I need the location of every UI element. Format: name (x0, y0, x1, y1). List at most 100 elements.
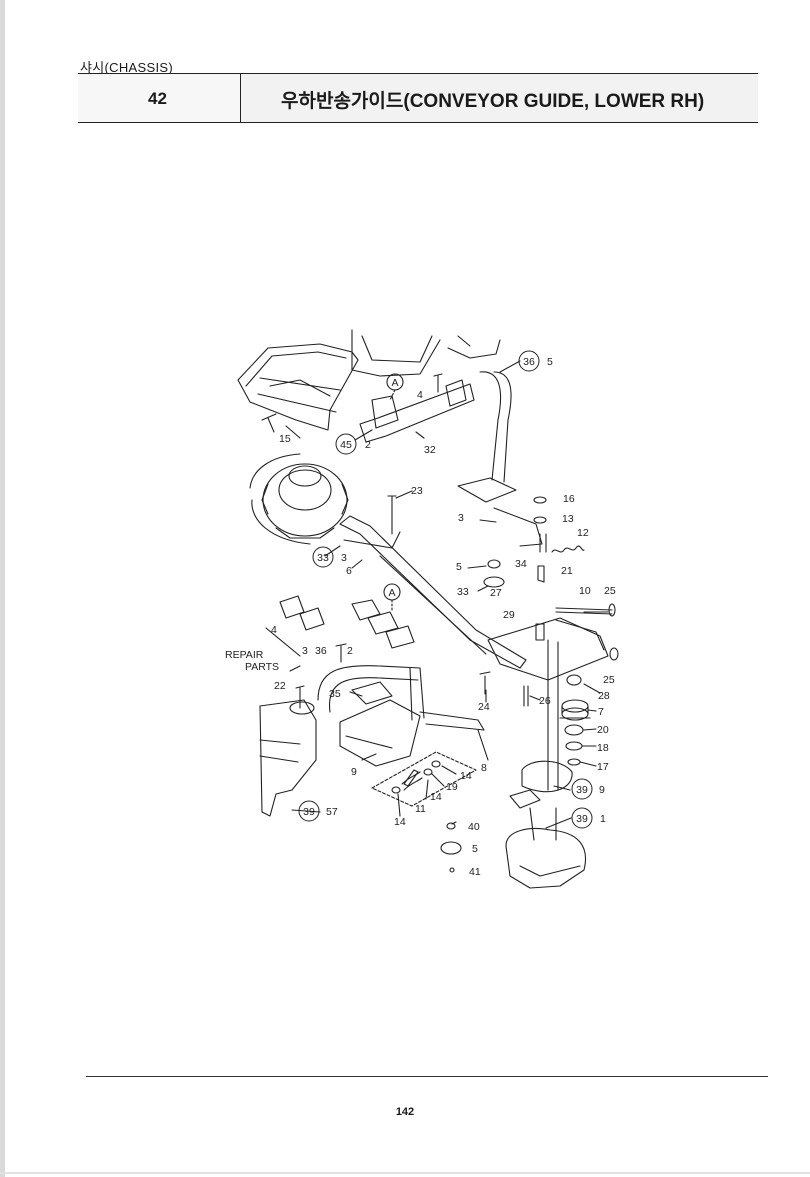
callout-ref-39-9: 39 (576, 784, 588, 796)
washer-40 (446, 822, 456, 830)
figure-title: 우하반송가이드(CONVEYOR GUIDE, LOWER RH) (281, 91, 705, 112)
bolt-24 (479, 671, 491, 695)
bolt-4 (433, 373, 443, 393)
callout-ref-33: 33 (317, 552, 329, 564)
part-label: 6 (346, 565, 352, 577)
part-label: 4 (271, 624, 277, 636)
part-label: 14 (394, 816, 406, 828)
repair-parts-label: PARTS (245, 661, 279, 673)
shaft-rod (547, 639, 559, 791)
reference-a-label: A (388, 587, 395, 599)
figure-number: 42 (148, 89, 167, 108)
arm-6 (339, 515, 527, 669)
washer-13 (533, 516, 547, 524)
part-label: 27 (490, 587, 502, 599)
pipe-base-plate (457, 477, 517, 503)
exploded-parts-diagram: 36 5 45 2 33 3 39 57 39 9 39 1 A A 4 15 … (225, 329, 619, 889)
spring-11 (403, 769, 419, 787)
part-label: 14 (430, 791, 442, 803)
part-label: 26 (539, 695, 551, 707)
part-label: 13 (562, 513, 574, 525)
part-label: 36 (315, 645, 327, 657)
part-label: 35 (329, 688, 341, 700)
part-label: 17 (597, 761, 609, 773)
callout-circle-39-1 (571, 807, 593, 829)
callout-circle-36 (518, 350, 540, 372)
knob-39-9 (521, 760, 573, 793)
reference-a-label: A (391, 377, 398, 389)
page-number: 142 (395, 1106, 415, 1118)
link-3 (493, 507, 543, 547)
part-label: 14 (460, 770, 472, 782)
spring-12 (551, 545, 585, 553)
header-top-rule (78, 73, 758, 74)
callout-ref-36: 36 (523, 356, 535, 368)
header-number-cell: 42 (78, 74, 241, 122)
part-label: 2 (347, 645, 353, 657)
callout-ref-39-1: 39 (576, 813, 588, 825)
pin-26 (535, 623, 545, 641)
part-label: 9 (351, 766, 357, 778)
part-label: 24 (478, 701, 490, 713)
part-label: 8 (481, 762, 487, 774)
washer-5 (440, 841, 462, 855)
callout-qty-33: 3 (341, 552, 347, 564)
upper-frame (351, 329, 441, 377)
pin-25 (609, 647, 619, 661)
sprocket-hub (278, 469, 332, 511)
part-label: 11 (415, 803, 426, 815)
scan-edge-left (0, 0, 5, 1177)
part-label: 29 (503, 609, 515, 621)
part-label: 40 (468, 821, 480, 833)
part-label: 4 (417, 389, 423, 401)
bracket-9 (339, 699, 421, 767)
part-label: 19 (446, 781, 458, 793)
section-label: 샤시(CHASSIS) (80, 60, 173, 75)
nut-16 (533, 496, 547, 504)
header-box: 42 우하반송가이드(CONVEYOR GUIDE, LOWER RH) (78, 74, 758, 123)
part-label: 21 (561, 565, 573, 577)
main-plate (487, 617, 609, 681)
lower-shaft (529, 807, 557, 841)
footer-rule (86, 1076, 768, 1077)
repair-parts-label: REPAIR (225, 649, 264, 661)
washer-27 (483, 576, 505, 588)
header-title-cell: 우하반송가이드(CONVEYOR GUIDE, LOWER RH) (241, 74, 758, 122)
handle-base (505, 828, 586, 889)
washer-34 (487, 559, 501, 569)
part-label: 7 (598, 706, 604, 718)
sprocket-outer (262, 463, 348, 537)
part-label: 18 (597, 742, 609, 754)
part-label: 25 (604, 585, 616, 597)
callout-leaders (291, 360, 572, 829)
part-label: 16 (563, 493, 575, 505)
part-label: 32 (424, 444, 436, 456)
callout-circle-39-57 (298, 800, 320, 822)
part-label: 25 (603, 674, 615, 686)
ball-41 (449, 867, 455, 873)
callout-qty-39-57: 57 (326, 806, 338, 818)
bush-28 (566, 674, 582, 686)
part-label: 33 (457, 586, 469, 598)
part-label: 10 (579, 585, 591, 597)
chain-guide-cover (237, 343, 359, 431)
part-label: 12 (577, 527, 589, 539)
part-label: 28 (598, 690, 610, 702)
callout-circle-39-9 (571, 778, 593, 800)
bolt-36-2 (335, 643, 347, 663)
rod-10 (555, 607, 613, 615)
nut-17 (567, 758, 581, 766)
guide-pipe (479, 371, 502, 481)
scan-edge-bottom (0, 1172, 810, 1174)
clip-18 (565, 741, 583, 751)
part-label: 41 (469, 866, 481, 878)
callout-qty-36: 5 (547, 356, 553, 368)
callout-qty-45: 2 (365, 439, 371, 451)
part-label: 34 (515, 558, 527, 570)
part-label: 5 (456, 561, 462, 573)
callout-ref-39-57: 39 (303, 806, 315, 818)
part-label: 23 (411, 485, 423, 497)
collar-21 (537, 565, 545, 583)
rod-8 (419, 711, 485, 731)
callout-ref-45: 45 (340, 439, 352, 451)
